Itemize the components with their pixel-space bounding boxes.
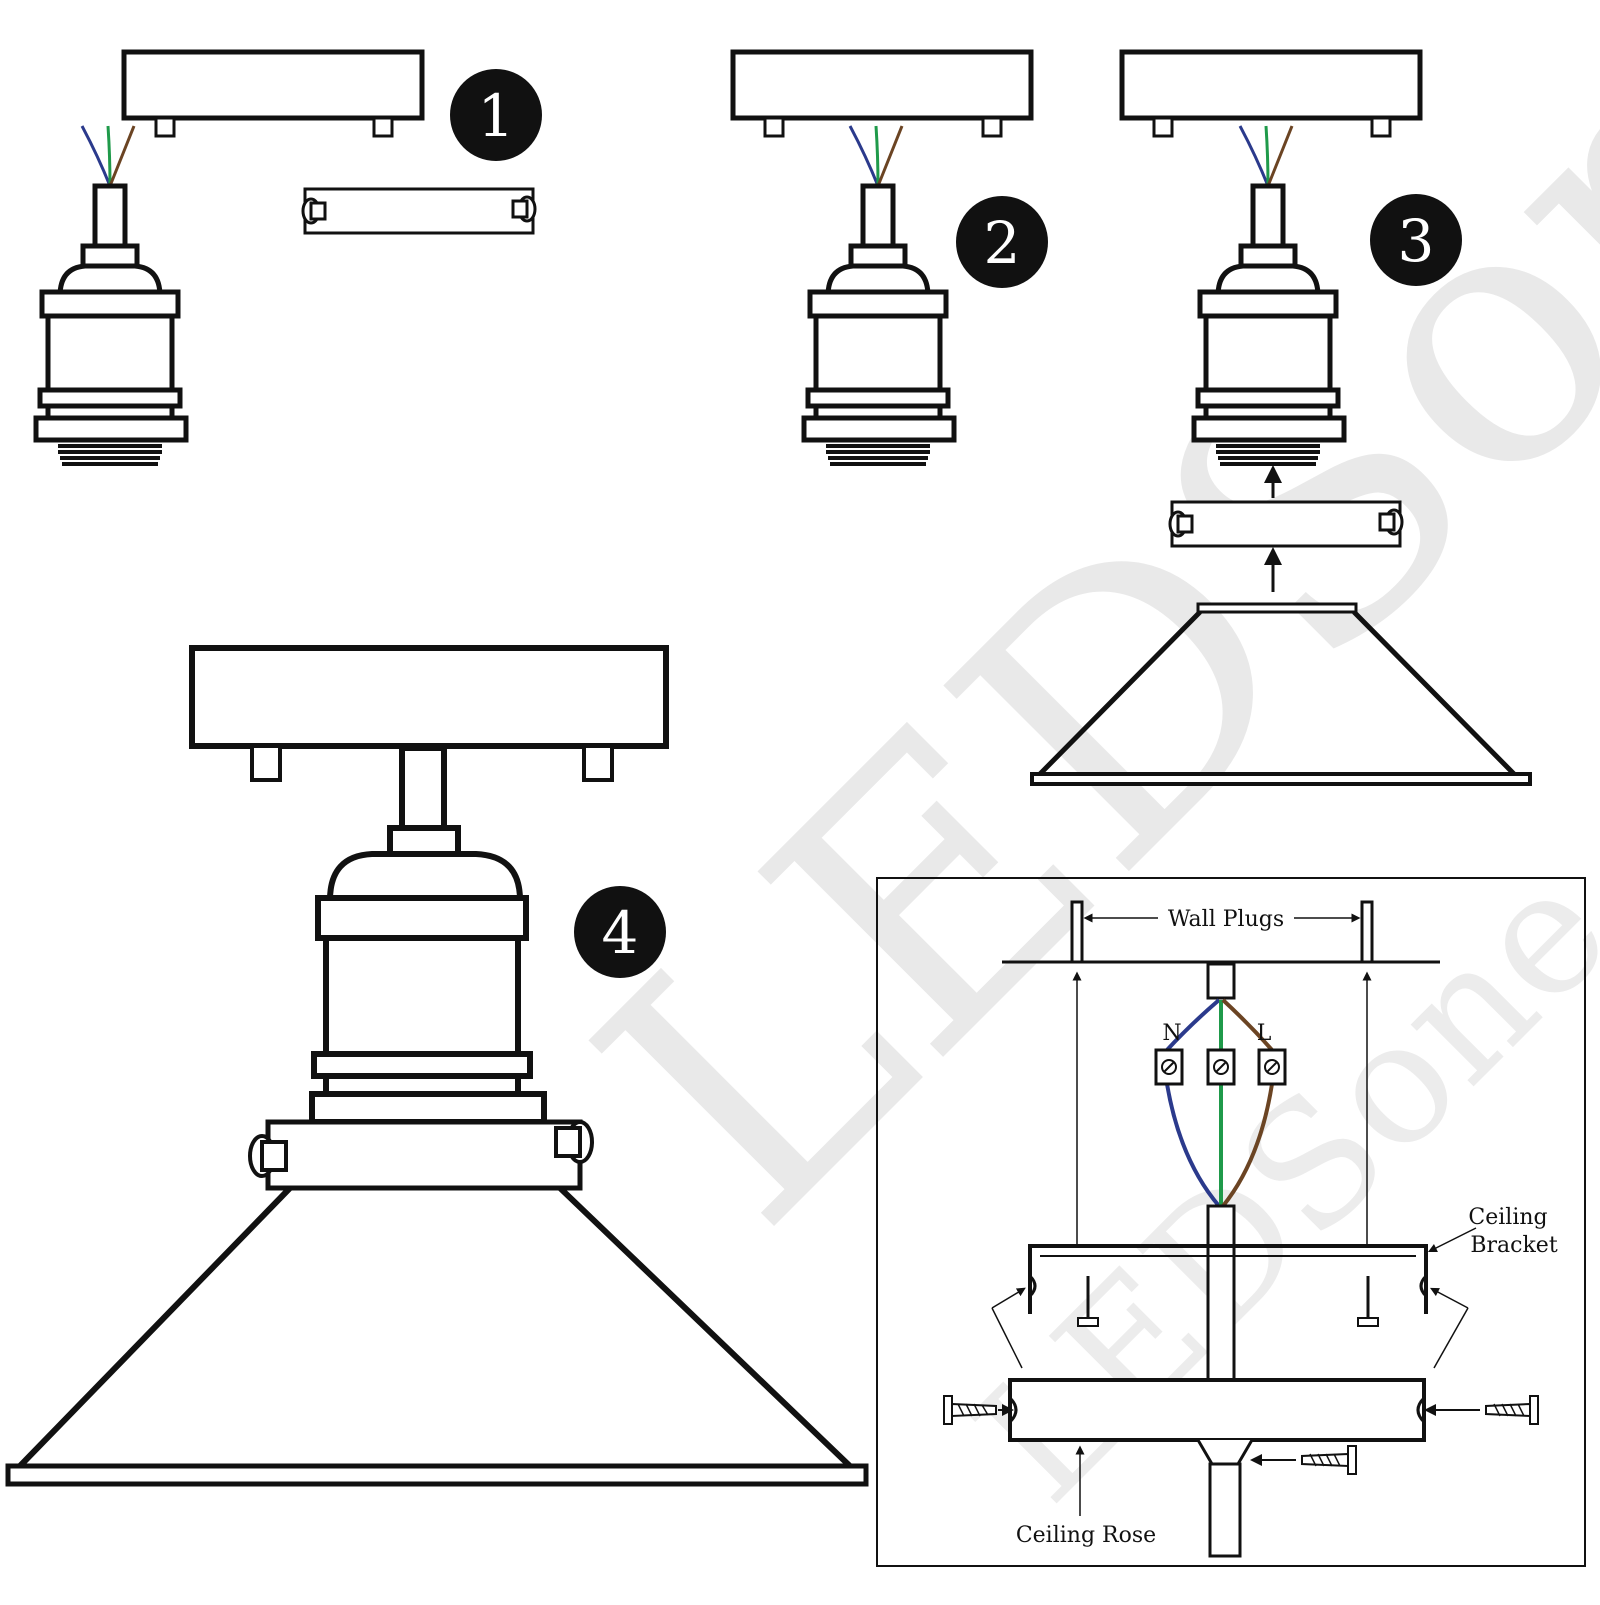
wires-2 xyxy=(848,124,904,188)
terminal-block-live xyxy=(1257,1048,1287,1086)
live-wire-bottom xyxy=(1221,1083,1274,1208)
notch-pointer-right xyxy=(1430,1287,1469,1309)
rose-screw-left xyxy=(943,1395,1014,1425)
wiring-diagram-panel: Wall Plugs N L xyxy=(876,877,1586,1567)
shade-ring-3 xyxy=(1168,500,1404,548)
ceiling-base-4 xyxy=(189,645,669,782)
lamp-shade-3 xyxy=(1030,602,1532,786)
ceiling-base-3 xyxy=(1122,52,1420,136)
shade-ring-4 xyxy=(248,1119,594,1191)
rose-screw-bottom xyxy=(1250,1445,1357,1475)
step-3-badge xyxy=(1370,194,1462,286)
lamp-holder-1 xyxy=(36,186,186,464)
bracket-screw-left xyxy=(1077,1276,1099,1327)
step-3-group: 3 xyxy=(1030,52,1532,786)
ceiling-bracket xyxy=(1028,1244,1428,1314)
ceiling-bracket-label-line1: Ceiling xyxy=(1468,1205,1547,1230)
step-4-number: 4 xyxy=(602,899,639,967)
step-2-badge xyxy=(956,196,1048,288)
ceiling-bracket-pointer xyxy=(1427,1227,1477,1253)
wires-3 xyxy=(1238,124,1294,188)
ceiling-rose-label: Ceiling Rose xyxy=(1016,1523,1156,1548)
live-wire-top xyxy=(1221,998,1274,1052)
notch-line-left xyxy=(991,1307,1023,1369)
wall-plug-left xyxy=(1070,900,1084,964)
central-rod xyxy=(1206,1204,1236,1382)
terminal-block-neutral xyxy=(1154,1048,1184,1086)
neutral-wire-top xyxy=(1165,998,1221,1052)
rose-screw-right xyxy=(1424,1395,1539,1425)
ceiling-base-1 xyxy=(124,52,422,136)
notch-line-right xyxy=(1433,1307,1469,1369)
step-1-badge xyxy=(450,69,542,161)
shade-ring-1 xyxy=(301,187,537,235)
wall-plug-right xyxy=(1360,900,1374,964)
lamp-holder-4 xyxy=(309,745,547,1125)
ceiling-rose xyxy=(1008,1378,1426,1558)
lamp-holder-2 xyxy=(804,186,954,464)
wiring-panel-border xyxy=(876,877,1586,1567)
bracket-screw-right xyxy=(1357,1276,1379,1327)
live-label: L xyxy=(1257,1021,1272,1046)
terminal-block-earth xyxy=(1206,1048,1236,1086)
step-2-group: 2 xyxy=(733,52,1048,464)
ceiling-base-2 xyxy=(733,52,1031,136)
supply-cable-stub xyxy=(1206,962,1236,1000)
step-4-group: 4 xyxy=(5,645,869,1487)
ceiling-bracket-label-line2: Bracket xyxy=(1470,1233,1557,1258)
step-2-number: 2 xyxy=(984,209,1021,277)
wall-plugs-label: Wall Plugs xyxy=(1168,907,1284,932)
step-3-number: 3 xyxy=(1398,207,1435,275)
neutral-label: N xyxy=(1162,1021,1181,1046)
lamp-shade-4 xyxy=(5,1185,869,1487)
step-1-group: 1 xyxy=(36,52,542,464)
neutral-wire-bottom xyxy=(1165,1083,1221,1208)
step-4-badge xyxy=(574,886,666,978)
notch-pointer-left xyxy=(991,1287,1026,1309)
step-1-number: 1 xyxy=(478,82,515,150)
wires-1 xyxy=(80,124,136,188)
